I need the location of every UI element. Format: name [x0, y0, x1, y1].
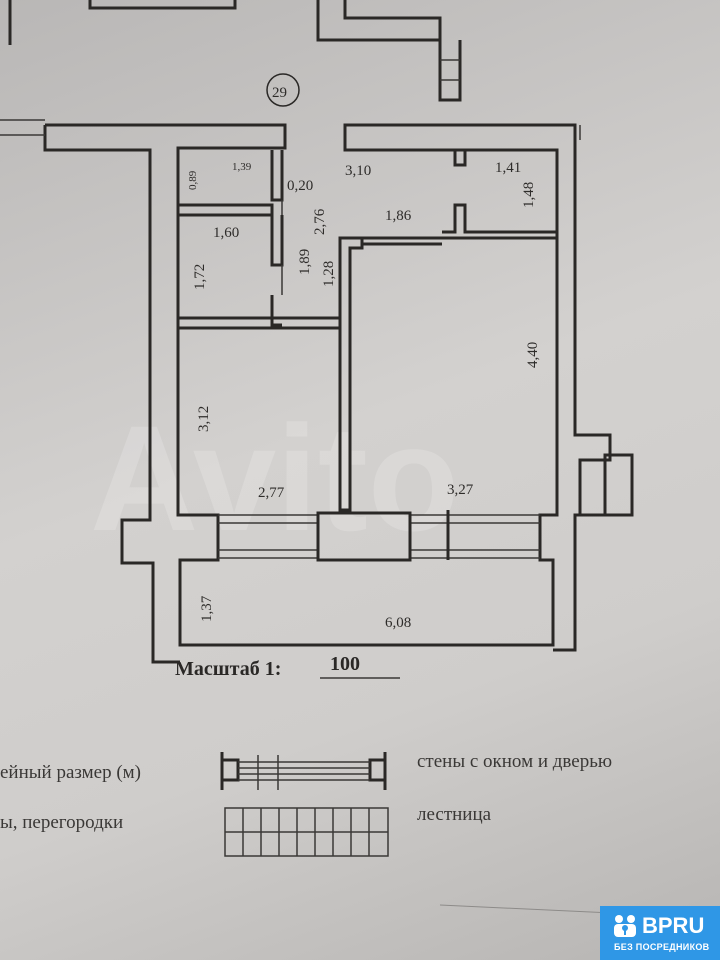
dimension-label: Масштаб 1:	[175, 658, 281, 680]
dimension-label: 0,20	[287, 178, 313, 194]
outer-walls	[0, 119, 634, 664]
badge-name: BPRU	[642, 913, 705, 938]
dimension-label: 29	[272, 85, 287, 101]
bpru-badge: BPRU БЕЗ ПОСРЕДНИКОВ	[600, 906, 720, 960]
window-door-wall	[218, 510, 540, 562]
dimension-label: 6,08	[385, 615, 411, 631]
dimension-label: 1,37	[199, 595, 215, 622]
dimensions: 0,89 1,39 0,20 3,10 1,41 1,48 2,76 1,86 …	[187, 160, 541, 631]
dimension-label: 100	[330, 653, 360, 675]
dimension-label: ейный размер (м)	[0, 762, 141, 783]
dimension-label: 3,27	[447, 482, 474, 498]
dimension-label: 1,86	[385, 208, 412, 224]
dimension-label: 1,89	[297, 249, 313, 275]
dimension-label: 0,89	[187, 170, 199, 190]
dimension-label: 2,76	[312, 208, 328, 235]
dimension-label: 1,28	[321, 261, 337, 287]
dimension-label: 3,10	[345, 163, 371, 179]
dimension-label: 4,40	[525, 342, 541, 368]
window-door-legend-icon	[220, 752, 387, 790]
dimension-label: 1,48	[521, 182, 537, 208]
stairs-legend-icon	[224, 807, 389, 857]
dimension-label: 3,12	[196, 406, 212, 432]
dimension-label: 1,39	[232, 161, 252, 173]
legend: ейный размер (м) ы, перегородки стены с …	[0, 751, 612, 857]
scale: Масштаб 1: 100	[175, 653, 400, 680]
dimension-label: стены с окном и дверью	[417, 751, 612, 772]
dimension-label: лестница	[417, 804, 492, 825]
people-key-icon	[614, 915, 636, 937]
dimension-label: 1,41	[495, 160, 521, 176]
dimension-label: 1,72	[192, 264, 208, 290]
partitions	[176, 150, 557, 512]
neighbor-walls	[8, 0, 462, 102]
dimension-label: 2,77	[258, 485, 285, 501]
badge-subtitle: БЕЗ ПОСРЕДНИКОВ	[614, 942, 710, 952]
apartment-number: 29	[266, 73, 300, 107]
watermark: Avito	[90, 394, 459, 562]
dimension-label: 1,60	[213, 225, 239, 241]
dimension-label: ы, перегородки	[0, 812, 123, 833]
